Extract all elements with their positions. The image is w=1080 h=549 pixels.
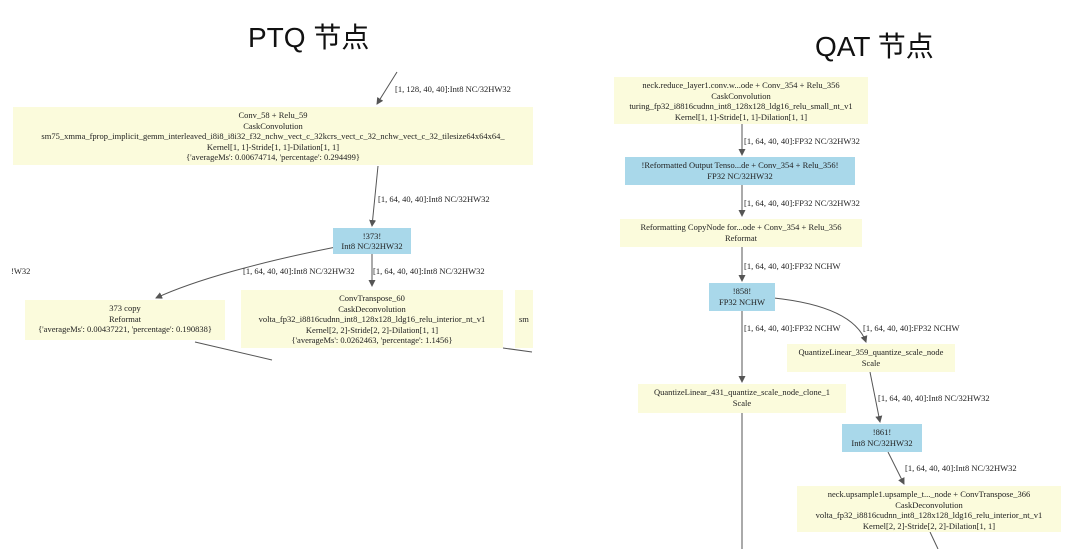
node-line: volta_fp32_i8816cudnn_int8_128x128_ldg16…: [815, 510, 1043, 521]
node-line: !373!: [362, 231, 382, 241]
node-line: neck.upsample1.upsample_t..._node + Conv…: [827, 489, 1031, 499]
ptq-top-edge-label: [1, 128, 40, 40]:Int8 NC/32HW32: [395, 84, 511, 94]
node-line: Scale: [861, 357, 881, 368]
node-line: Reformat: [724, 232, 758, 243]
node-line: CaskConvolution: [711, 90, 771, 101]
node-line: neck.reduce_layer1.conv.w...ode + Conv_3…: [642, 80, 840, 90]
qat-node-reformatting-copynode: Reformatting CopyNode for...ode + Conv_3…: [620, 219, 862, 247]
node-line: {'averageMs': 0.0262463, 'percentage': 1…: [291, 335, 453, 346]
node-line: !Reformatted Output Tenso...de + Conv_35…: [641, 160, 839, 170]
node-line: QuantizeLinear_359_quantize_scale_node: [798, 347, 944, 357]
ptq-left-cut-label: !W32: [11, 266, 31, 276]
node-line: Reformatting CopyNode for...ode + Conv_3…: [640, 222, 842, 232]
node-line: Conv_58 + Relu_59: [238, 110, 308, 120]
qat-node-reduce-layer: neck.reduce_layer1.conv.w...ode + Conv_3…: [614, 77, 868, 124]
ptq-node-373: !373! Int8 NC/32HW32: [333, 228, 411, 254]
qat-edge-reduce-out-label: [1, 64, 40, 40]:FP32 NC/32HW32: [744, 136, 860, 146]
ptq-edge-373-right-label: [1, 64, 40, 40]:Int8 NC/32HW32: [373, 266, 485, 276]
qat-title: QAT 节点: [815, 31, 934, 62]
ptq-edge-out-right: [502, 347, 533, 353]
ptq-node-373-copy: 373 copy Reformat {'averageMs': 0.004372…: [25, 300, 225, 340]
qat-edge-858-left-label: [1, 64, 40, 40]:FP32 NCHW: [744, 323, 841, 333]
qat-node-upsample: neck.upsample1.upsample_t..._node + Conv…: [797, 486, 1061, 532]
node-line: Kernel[1, 1]-Stride[1, 1]-Dilation[1, 1]: [206, 141, 340, 152]
ptq-edge-373-left-label: [1, 64, 40, 40]:Int8 NC/32HW32: [243, 266, 355, 276]
node-line: Kernel[2, 2]-Stride[2, 2]-Dilation[1, 1]: [862, 520, 996, 531]
ptq-node-conv58: Conv_58 + Relu_59 CaskConvolution sm75_x…: [13, 107, 533, 165]
node-line: {'averageMs': 0.00674714, 'percentage': …: [186, 152, 360, 163]
qat-node-quantize-359: QuantizeLinear_359_quantize_scale_node S…: [787, 344, 955, 372]
qat-edge-q359-861-label: [1, 64, 40, 40]:Int8 NC/32HW32: [878, 393, 990, 403]
node-line: {'averageMs': 0.00437221, 'percentage': …: [38, 324, 212, 335]
qat-edge-q359-861: [869, 371, 883, 423]
node-line: sm: [519, 314, 529, 324]
qat-edge-858-right-label: [1, 64, 40, 40]:FP32 NCHW: [863, 323, 960, 333]
qat-edge-861-up: [887, 451, 905, 485]
node-line: !861!: [872, 427, 892, 437]
node-line: sm75_xmma_fprop_implicit_gemm_interleave…: [41, 131, 505, 142]
ptq-node-cut-right: sm: [515, 290, 533, 348]
node-line: CaskConvolution: [243, 120, 303, 131]
node-line: volta_fp32_i8816cudnn_int8_128x128_ldg16…: [258, 314, 486, 325]
node-line: Reformat: [108, 313, 142, 324]
node-line: Scale: [732, 397, 752, 408]
node-line: QuantizeLinear_431_quantize_scale_node_c…: [653, 387, 831, 397]
node-line: FP32 NC/32HW32: [707, 170, 773, 181]
node-line: Int8 NC/32HW32: [851, 437, 913, 448]
ptq-edge-out-left: [194, 341, 273, 361]
ptq-edge-conv-373: [369, 165, 379, 227]
ptq-title: PTQ 节点: [248, 22, 370, 53]
qat-node-reformatted-output: !Reformatted Output Tenso...de + Conv_35…: [625, 157, 855, 185]
qat-edge-858-q359: [773, 297, 868, 343]
node-line: ConvTranspose_60: [339, 293, 405, 303]
ptq-node-convtranspose60: ConvTranspose_60 CaskDeconvolution volta…: [241, 290, 503, 348]
node-line: FP32 NCHW: [718, 296, 766, 307]
node-line: !858!: [732, 286, 752, 296]
node-line: Kernel[2, 2]-Stride[2, 2]-Dilation[1, 1]: [305, 324, 439, 335]
ptq-edge-conv-373-label: [1, 64, 40, 40]:Int8 NC/32HW32: [378, 194, 490, 204]
qat-node-858: !858! FP32 NCHW: [709, 283, 775, 311]
node-line: 373 copy: [109, 303, 141, 313]
node-line: turing_fp32_i8816cudnn_int8_128x128_ldg1…: [629, 101, 853, 112]
ptq-edge-373-copy: [155, 246, 337, 299]
qat-edge-861-up-label: [1, 64, 40, 40]:Int8 NC/32HW32: [905, 463, 1017, 473]
node-line: CaskDeconvolution: [895, 499, 963, 510]
node-line: CaskDeconvolution: [338, 303, 406, 314]
qat-edge-out-copy-label: [1, 64, 40, 40]:FP32 NC/32HW32: [744, 198, 860, 208]
qat-edge-copy-858-label: [1, 64, 40, 40]:FP32 NCHW: [744, 261, 841, 271]
node-line: Int8 NC/32HW32: [341, 241, 403, 251]
ptq-edge-top: [376, 71, 398, 105]
qat-node-quantize-431: QuantizeLinear_431_quantize_scale_node_c…: [638, 384, 846, 413]
qat-edge-up-down: [929, 531, 939, 549]
node-line: Kernel[1, 1]-Stride[1, 1]-Dilation[1, 1]: [674, 111, 808, 122]
qat-node-861: !861! Int8 NC/32HW32: [842, 424, 922, 452]
